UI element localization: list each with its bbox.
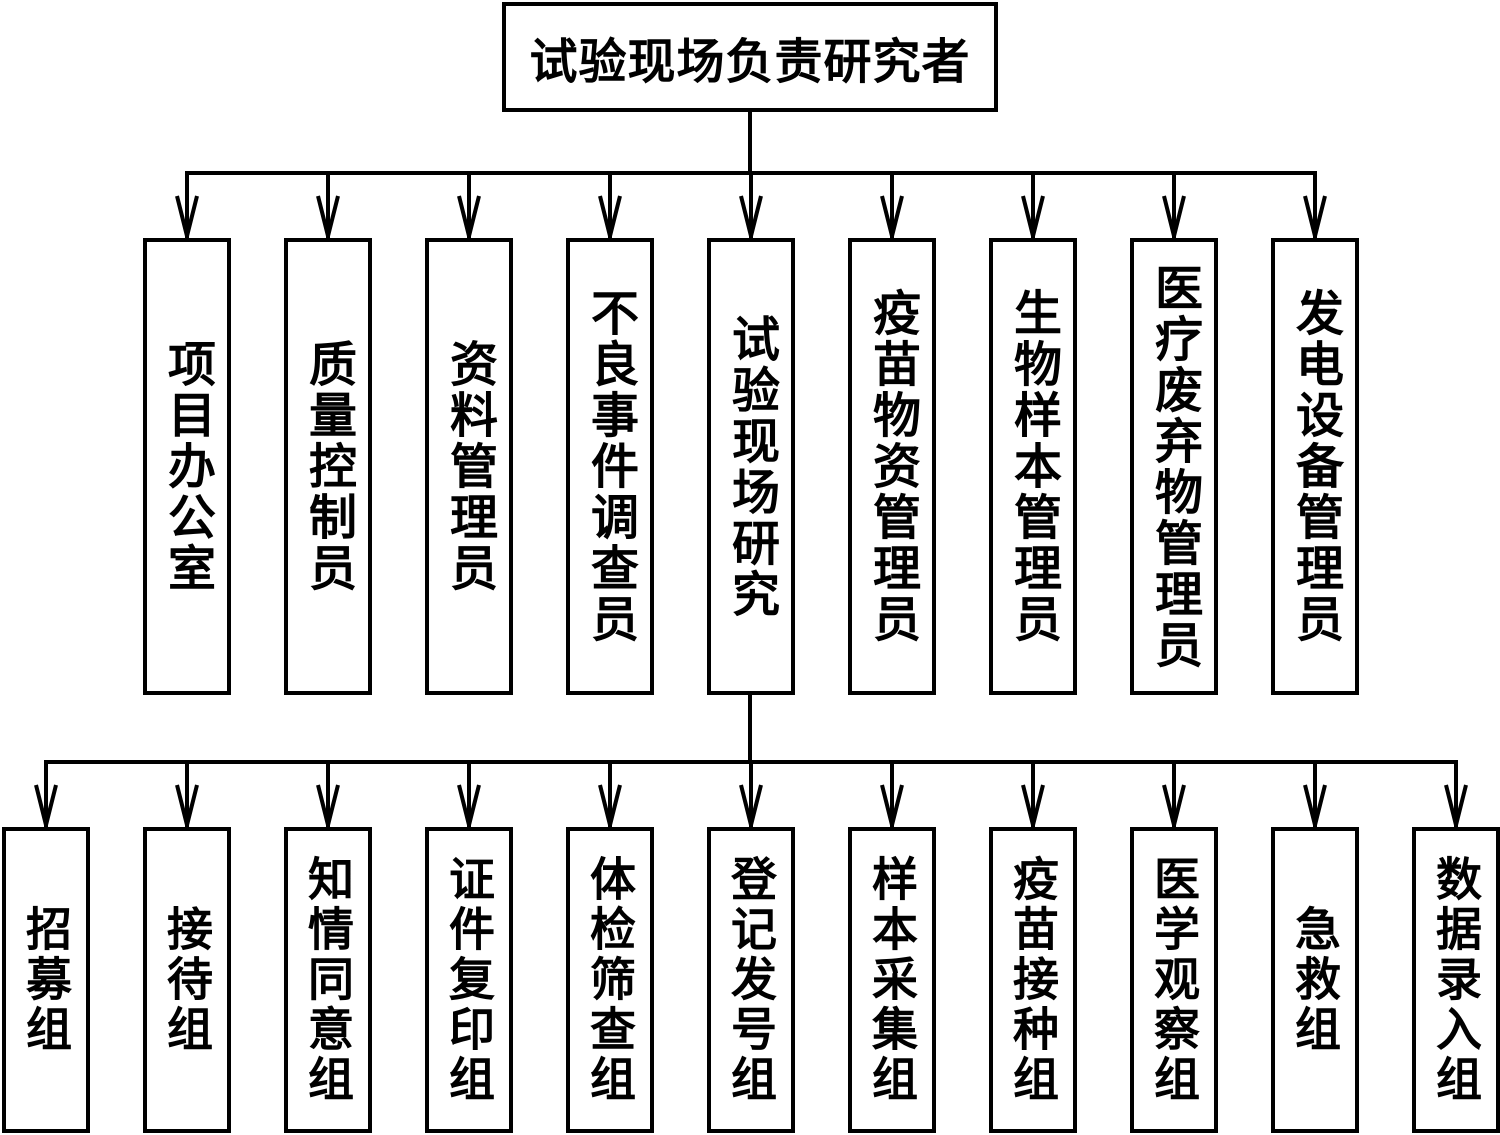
arrowhead — [1444, 784, 1468, 826]
arrowhead — [1303, 784, 1327, 826]
bottom-box-reception: 接待组 — [143, 827, 231, 1133]
arrowhead — [175, 195, 199, 237]
middle-box-quality-control: 质量控制员 — [284, 238, 372, 695]
arrowhead — [457, 195, 481, 237]
arrowhead — [598, 784, 622, 826]
arrowhead — [1162, 195, 1186, 237]
bottom-box-recruitment: 招募组 — [2, 827, 90, 1133]
middle-box-project-office: 项目办公室 — [143, 238, 231, 695]
bottom-box-sampling: 样本采集组 — [848, 827, 936, 1133]
arrowhead — [598, 195, 622, 237]
middle-box-data-manager: 资料管理员 — [425, 238, 513, 695]
arrowhead — [1162, 784, 1186, 826]
arrowhead — [175, 784, 199, 826]
middle-box-generator: 发电设备管理员 — [1271, 238, 1359, 695]
arrowhead — [1021, 784, 1045, 826]
middle-box-vaccine-supplies: 疫苗物资管理员 — [848, 238, 936, 695]
arrowhead — [316, 195, 340, 237]
arrowhead — [739, 784, 763, 826]
arrowhead — [1303, 195, 1327, 237]
middle-box-adverse-event: 不良事件调查员 — [566, 238, 654, 695]
arrowhead — [34, 784, 58, 826]
root-box: 试验现场负责研究者 — [502, 2, 998, 112]
arrowhead — [1021, 195, 1045, 237]
middle-box-medical-waste: 医疗废弃物管理员 — [1130, 238, 1218, 695]
bottom-box-registration: 登记发号组 — [707, 827, 795, 1133]
arrowhead — [880, 195, 904, 237]
bottom-box-id-copy: 证件复印组 — [425, 827, 513, 1133]
bottom-box-observation: 医学观察组 — [1130, 827, 1218, 1133]
bottom-box-data-entry: 数据录入组 — [1412, 827, 1500, 1133]
middle-box-bio-samples: 生物样本管理员 — [989, 238, 1077, 695]
arrowhead — [457, 784, 481, 826]
bottom-box-vaccination: 疫苗接种组 — [989, 827, 1077, 1133]
middle-box-site-research: 试验现场研究 — [707, 238, 795, 695]
arrowhead — [316, 784, 340, 826]
bottom-box-first-aid: 急救组 — [1271, 827, 1359, 1133]
arrowhead — [739, 195, 763, 237]
arrowhead — [880, 784, 904, 826]
bottom-box-screening: 体检筛查组 — [566, 827, 654, 1133]
bottom-box-informed-consent: 知情同意组 — [284, 827, 372, 1133]
